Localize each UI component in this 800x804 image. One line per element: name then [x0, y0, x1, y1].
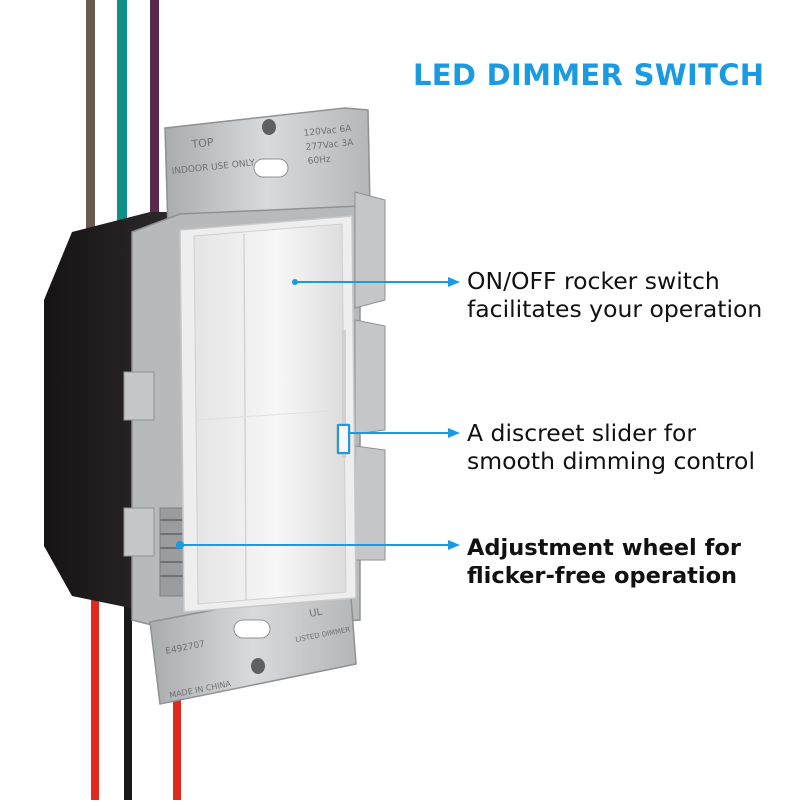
callout-dot [176, 541, 184, 549]
yoke-tab-right [354, 445, 386, 561]
callout-slider: A discreet slider for smooth dimming con… [467, 419, 797, 475]
page-title: LED DIMMER SWITCH [413, 58, 765, 92]
callout-pointers [176, 277, 460, 550]
wire-teal [117, 0, 127, 240]
arrow-right-icon [448, 277, 460, 287]
wire-purple [150, 0, 159, 240]
plate-top-label: TOP [190, 136, 215, 151]
callout-text-line: flicker-free operation [467, 563, 738, 589]
wire-brown [86, 0, 95, 240]
callout-text-line: ON/OFF rocker switch [467, 267, 720, 295]
callout-dot [292, 279, 298, 285]
plate-ul-mark: UL [308, 607, 323, 620]
yoke-tab-right [354, 319, 386, 435]
yoke-tab-right [354, 191, 386, 309]
strap-screw-hole-bottom [251, 658, 265, 674]
strap-screw-hole-top [262, 119, 276, 135]
strap-slot-bottom [233, 619, 271, 639]
arrow-right-icon [448, 540, 460, 550]
yoke-tab [123, 507, 155, 557]
callout-adjustment-wheel: Adjustment wheel for flicker-free operat… [467, 534, 797, 590]
callout-text-line: Adjustment wheel for [467, 535, 741, 561]
wire-black [124, 520, 132, 800]
strap-slot-top [253, 158, 289, 178]
callout-rocker-switch: ON/OFF rocker switch facilitates your op… [467, 267, 797, 323]
callout-text-line: smooth dimming control [467, 447, 755, 475]
callout-text-line: facilitates your operation [467, 295, 763, 323]
rocker-switch [193, 223, 347, 605]
callout-marker-slider [337, 424, 350, 454]
arrow-right-icon [448, 428, 460, 438]
slider-track [342, 330, 346, 458]
wire-red-left [91, 520, 99, 800]
yoke-tab [123, 371, 155, 421]
rocker-fold [195, 409, 345, 421]
adjustment-wheel [159, 507, 185, 597]
callout-text-line: A discreet slider for [467, 419, 697, 447]
plate-rating-3: 60Hz [307, 155, 331, 167]
